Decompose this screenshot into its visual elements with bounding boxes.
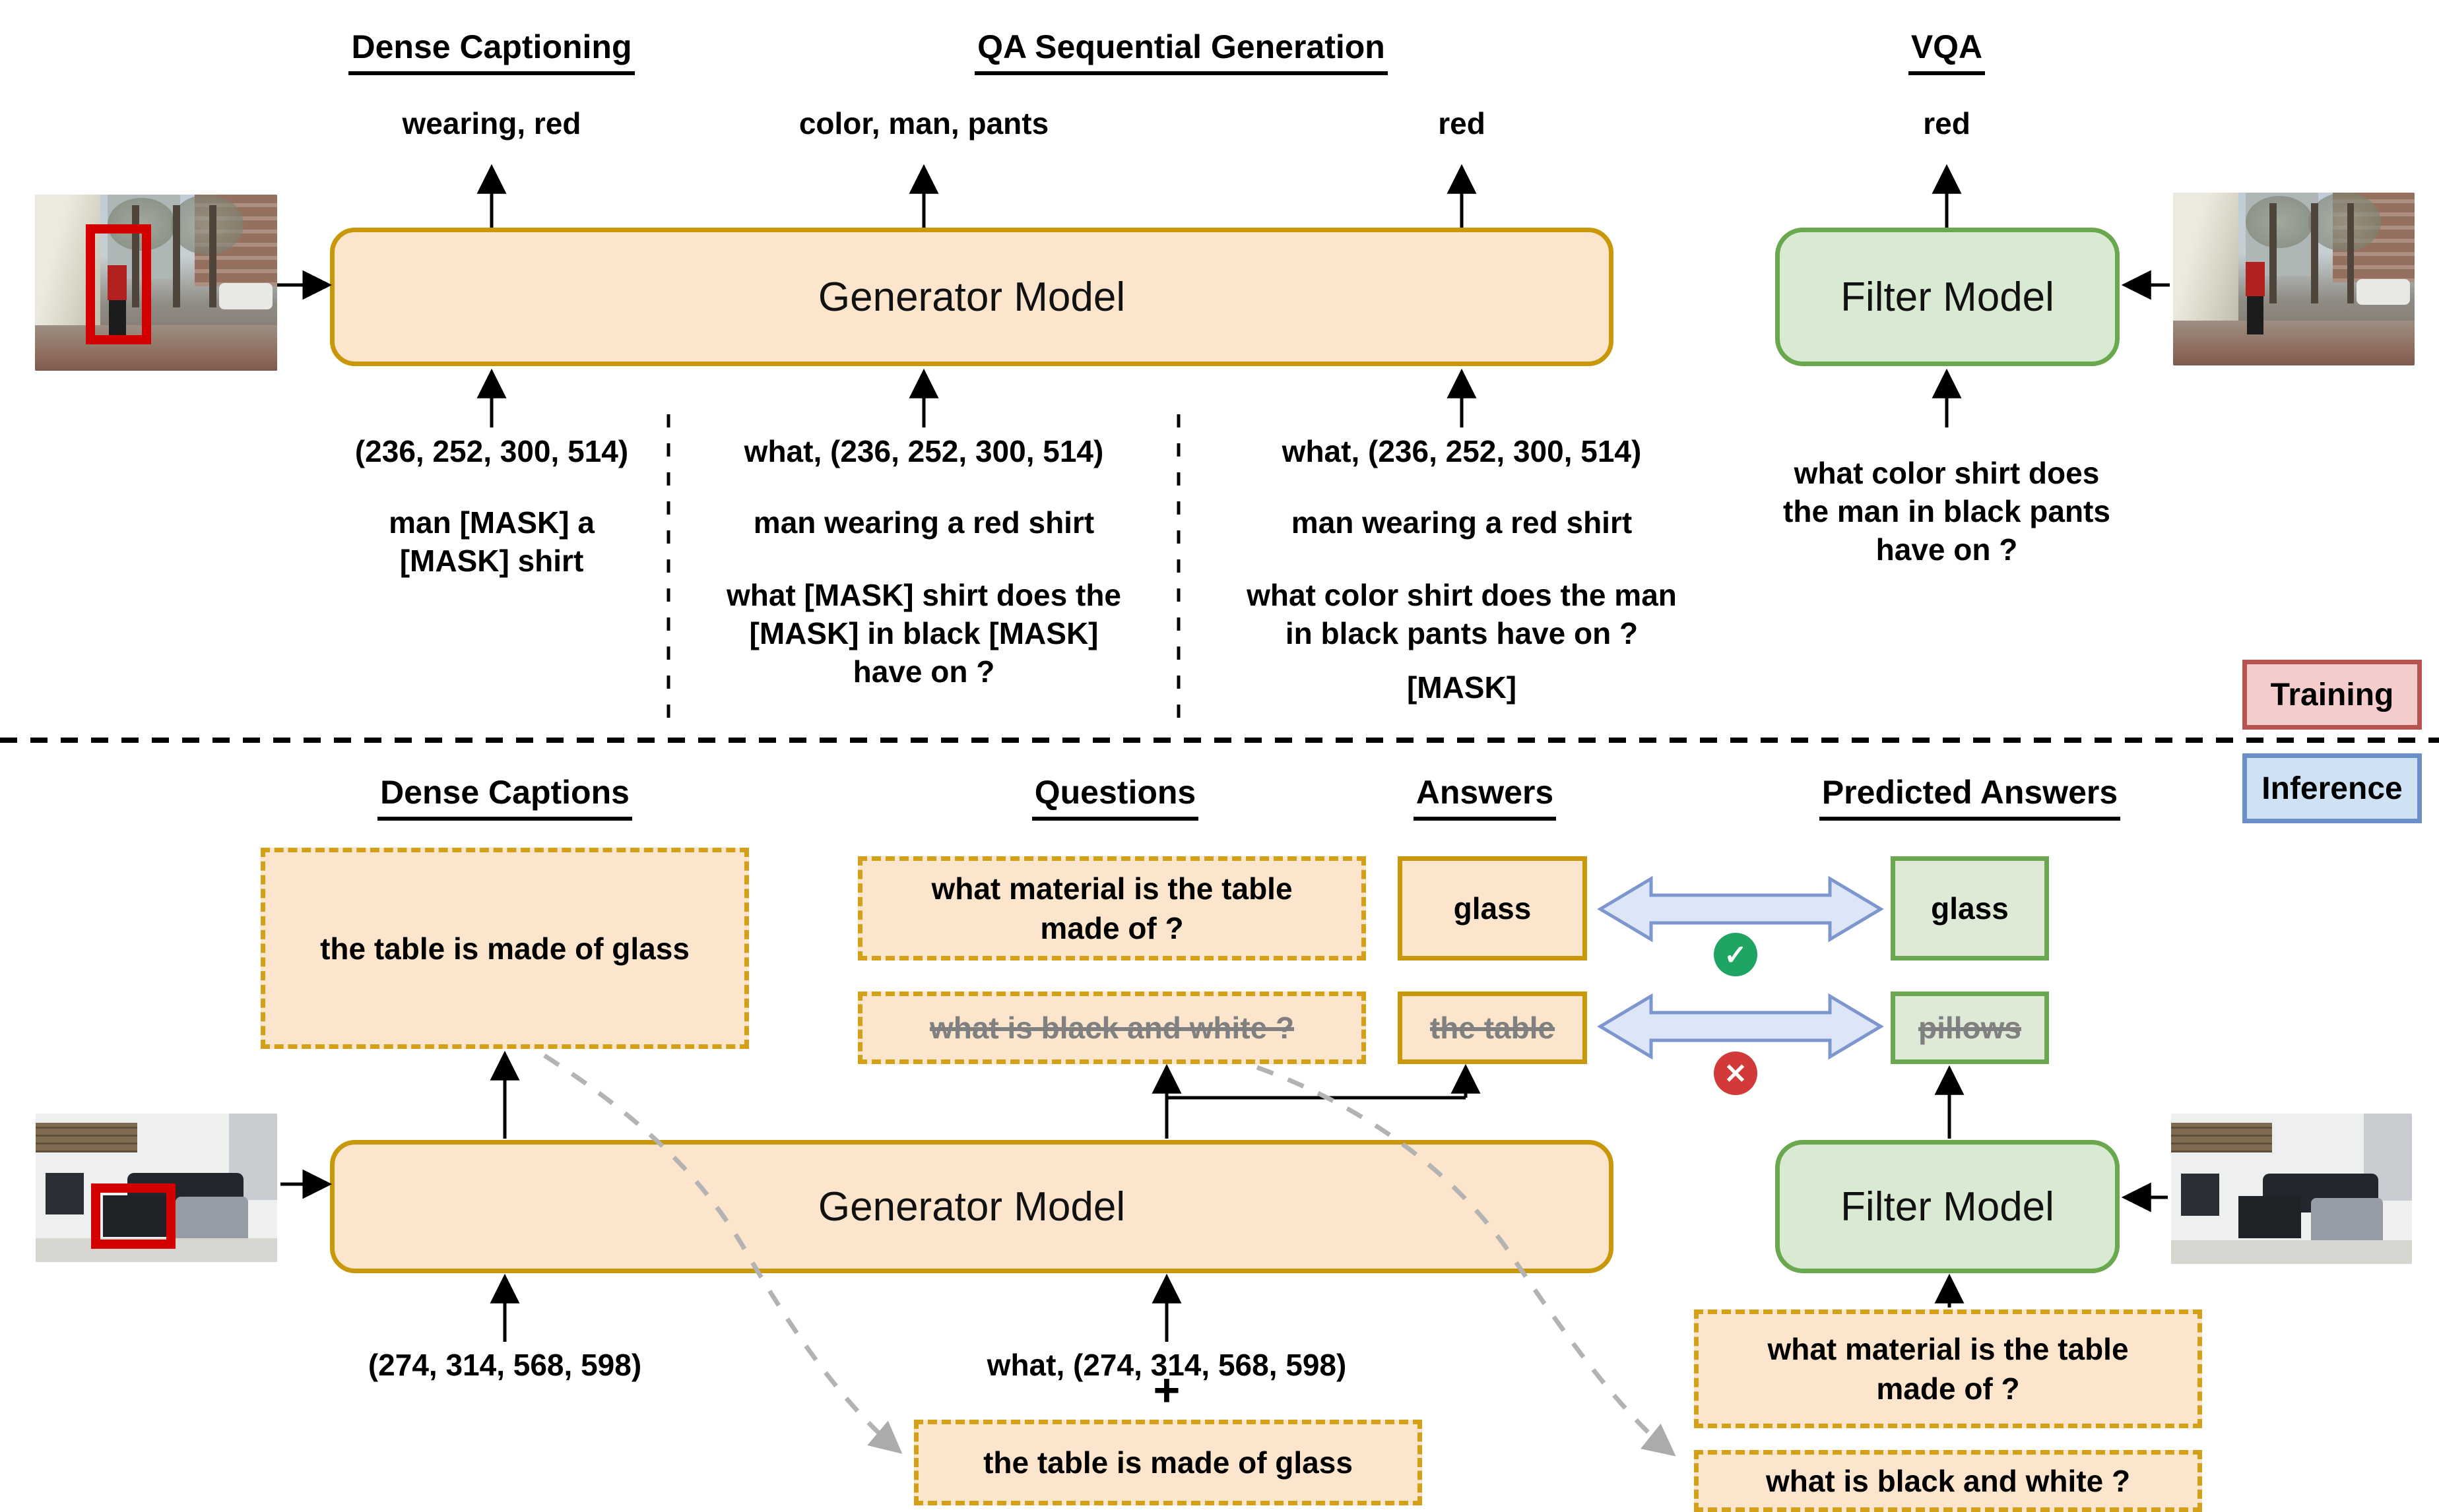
rug bbox=[2171, 1240, 2412, 1264]
region-bounding-box bbox=[86, 224, 152, 344]
parked-car bbox=[218, 282, 273, 309]
input-qa-step2: what, (236, 252, 300, 514) man wearing a… bbox=[1247, 434, 1677, 705]
tree-canopy bbox=[2308, 193, 2381, 252]
filter-model-label: Filter Model bbox=[1840, 274, 2054, 320]
generator-model-label: Generator Model bbox=[818, 274, 1126, 320]
tree-trunk bbox=[209, 205, 217, 307]
street-photo-region bbox=[35, 195, 277, 371]
filter-model-box-inference: Filter Model bbox=[1775, 1140, 2120, 1273]
cross-icon: ✕ bbox=[1714, 1052, 1757, 1095]
plus-icon: + bbox=[1153, 1364, 1181, 1416]
man-black-pants bbox=[108, 300, 126, 339]
input-region-coords: (274, 314, 568, 598) bbox=[368, 1348, 642, 1382]
brick-fireplace bbox=[36, 1122, 137, 1152]
heading-qa-sequential-generation: QA Sequential Generation bbox=[884, 28, 1478, 75]
input-dense-captioning: (236, 252, 300, 514) man [MASK] a [MASK]… bbox=[354, 434, 629, 578]
coffee-table bbox=[2238, 1196, 2302, 1239]
answer-box-1: glass bbox=[1398, 856, 1587, 961]
tree-trunk bbox=[2310, 203, 2318, 303]
inference-badge: Inference bbox=[2242, 753, 2422, 823]
output-label-vqa: red bbox=[1923, 106, 1970, 141]
filter-input-question-box-1: what material is the table made of ? bbox=[1694, 1309, 2202, 1428]
heading-answers: Answers bbox=[1287, 773, 1683, 821]
sidewalk bbox=[2173, 320, 2415, 365]
question-1-line2: made of ? bbox=[1040, 911, 1184, 945]
dense-caption-text: the table is made of glass bbox=[320, 931, 690, 966]
man-red-shirt bbox=[2245, 261, 2265, 297]
black-chair bbox=[2180, 1174, 2219, 1216]
sidewalk bbox=[35, 325, 277, 371]
tree-trunk bbox=[2347, 203, 2355, 303]
predicted-answer-box-2: pillows bbox=[1891, 992, 2049, 1064]
filter-question-2-text: what is black and white ? bbox=[1765, 1464, 2131, 1498]
predicted-answer-1-text: glass bbox=[1931, 891, 2009, 926]
predicted-answer-box-1: glass bbox=[1891, 856, 2049, 961]
predicted-answer-2-text: pillows bbox=[1918, 1011, 2021, 1045]
generator-model-label: Generator Model bbox=[818, 1183, 1126, 1230]
answer-box-2: the table bbox=[1398, 992, 1587, 1064]
filter-question-1-line2: made of ? bbox=[1876, 1371, 2020, 1406]
heading-predicted-answers: Predicted Answers bbox=[1772, 773, 2168, 821]
tree-trunk bbox=[131, 205, 139, 307]
question-2-text: what is black and white ? bbox=[929, 1011, 1295, 1045]
training-badge: Training bbox=[2242, 660, 2422, 730]
output-label-qa2: red bbox=[1438, 106, 1485, 141]
heading-questions: Questions bbox=[917, 773, 1313, 821]
heading-vqa: VQA bbox=[1815, 28, 2079, 75]
coffee-table bbox=[103, 1195, 166, 1237]
tree-trunk bbox=[173, 205, 181, 307]
filter-model-box: Filter Model bbox=[1775, 228, 2120, 366]
living-room-photo-region bbox=[36, 1114, 277, 1262]
man-red-shirt bbox=[108, 265, 127, 301]
brick-fireplace bbox=[2171, 1122, 2273, 1153]
heading-dense-captions: Dense Captions bbox=[307, 773, 703, 821]
region-bounding-box bbox=[91, 1183, 176, 1249]
tree-trunk bbox=[2269, 203, 2277, 303]
answer-2-text: the table bbox=[1429, 1011, 1555, 1045]
question-1-line1: what material is the table bbox=[931, 871, 1293, 906]
output-label-dense: wearing, red bbox=[402, 106, 581, 141]
question-box-2: what is black and white ? bbox=[858, 992, 1366, 1064]
filter-model-label: Filter Model bbox=[1840, 1183, 2054, 1230]
generator-model-box: Generator Model bbox=[330, 228, 1613, 366]
input-qa-step1: what, (236, 252, 300, 514) man wearing a… bbox=[726, 434, 1122, 689]
heading-dense-captioning: Dense Captioning bbox=[294, 28, 690, 75]
filter-question-1-line1: what material is the table bbox=[1767, 1332, 2129, 1366]
filter-input-question-box-2: what is black and white ? bbox=[1694, 1450, 2202, 1512]
tree-canopy bbox=[170, 195, 244, 255]
output-label-qa1: color, man, pants bbox=[798, 106, 1049, 141]
man-black-pants bbox=[2246, 296, 2264, 334]
input-vqa-question: what color shirt does the man in black p… bbox=[1783, 456, 2110, 567]
generator-model-box-inference: Generator Model bbox=[330, 1140, 1613, 1273]
answer-1-text: glass bbox=[1453, 891, 1532, 926]
check-icon: ✓ bbox=[1714, 933, 1757, 976]
living-room-photo bbox=[2171, 1114, 2412, 1264]
question-box-1: what material is the table made of ? bbox=[858, 856, 1366, 961]
black-chair bbox=[45, 1173, 84, 1214]
caption-input-box: the table is made of glass bbox=[914, 1420, 1422, 1505]
parked-car bbox=[2357, 279, 2410, 305]
street-photo bbox=[2173, 193, 2415, 365]
tree-canopy bbox=[2245, 196, 2314, 248]
dense-caption-box: the table is made of glass bbox=[261, 848, 749, 1049]
caption-input-text: the table is made of glass bbox=[983, 1445, 1353, 1480]
